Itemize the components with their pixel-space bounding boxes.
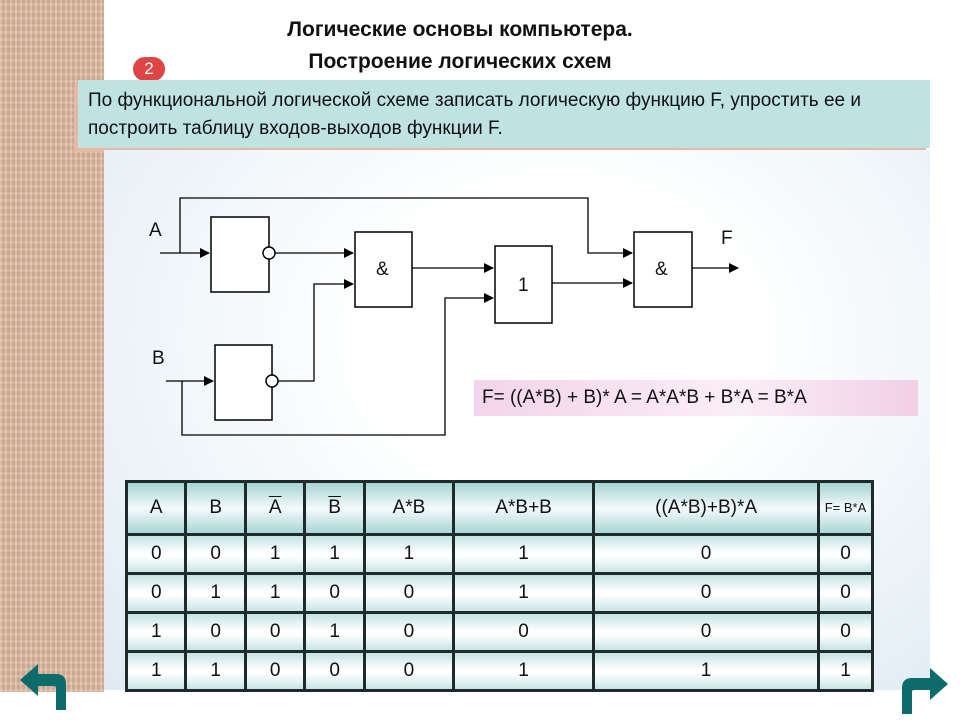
header-cell: A*B <box>362 480 456 536</box>
formula-box: F= ((A*B) + B)* A = A*A*B + B*A = B*A <box>474 380 918 416</box>
table-cell: 0 <box>243 611 307 653</box>
table-cell: 0 <box>816 611 875 653</box>
table-cell: 1 <box>184 650 247 692</box>
table-cell: 1 <box>184 572 247 614</box>
header-cell: A <box>124 480 188 536</box>
formula-text: F= ((A*B) + B)* A = A*A*B + B*A = B*A <box>482 387 807 408</box>
table-row: 1 0 0 1 0 0 0 0 <box>124 611 875 653</box>
table-cell: 1 <box>451 650 596 692</box>
not-gate-a <box>210 216 270 293</box>
label-input-a: A <box>149 220 162 241</box>
table-cell: 1 <box>451 572 596 614</box>
not-gate-b <box>214 344 273 421</box>
table-cell: 1 <box>303 533 366 575</box>
table-header-row: A B A B A*B A*B+B ((A*B)+B)*A F= B*A <box>124 480 875 536</box>
forward-arrow-icon[interactable] <box>896 662 950 716</box>
task-box: По функциональной логической схеме запис… <box>78 80 930 148</box>
table-cell: 1 <box>124 650 188 692</box>
and-gate-2-symbol: & <box>655 259 668 280</box>
or-gate <box>494 245 553 324</box>
table-cell: 0 <box>592 572 820 614</box>
table-row: 0 0 1 1 1 1 0 0 <box>124 533 875 575</box>
table-cell: 0 <box>592 611 820 653</box>
table-cell: 0 <box>124 533 188 575</box>
table-cell: 0 <box>184 611 247 653</box>
table-cell: 0 <box>362 650 456 692</box>
table-cell: 1 <box>124 611 188 653</box>
wire-a-to-and2 <box>179 197 633 258</box>
or-gate-symbol: 1 <box>518 275 529 296</box>
header-cell: B <box>184 480 247 536</box>
task-text: По функциональной логической схеме запис… <box>88 90 861 139</box>
header-cell: ((A*B)+B)*A <box>592 480 820 536</box>
table-cell: 1 <box>243 533 307 575</box>
table-cell: 0 <box>303 572 366 614</box>
slide-title: Логические основы компьютера. Построение… <box>200 14 720 78</box>
table-cell: 0 <box>816 572 875 614</box>
wire-notb-to-and1 <box>278 279 354 382</box>
title-line-1: Логические основы компьютера. <box>287 18 633 41</box>
table-cell: 1 <box>451 533 596 575</box>
title-line-2: Построение логических схем <box>308 50 612 73</box>
table-cell: 0 <box>592 533 820 575</box>
label-input-b: B <box>152 348 165 369</box>
return-arrow-icon[interactable] <box>18 658 72 712</box>
table-cell: 0 <box>362 572 456 614</box>
table-cell: 0 <box>184 533 247 575</box>
table-cell: 1 <box>592 650 820 692</box>
table-cell: 0 <box>303 650 366 692</box>
table-cell: 0 <box>243 650 307 692</box>
table-row: 0 1 1 0 0 1 0 0 <box>124 572 875 614</box>
table-cell: 1 <box>243 572 307 614</box>
not-gate-b-bubble <box>265 374 279 388</box>
table-cell: 1 <box>362 533 456 575</box>
and-gate-2 <box>633 231 693 308</box>
header-cell: A <box>243 480 307 536</box>
header-cell: A*B+B <box>451 480 596 536</box>
truth-table: A B A B A*B A*B+B ((A*B)+B)*A F= B*A 0 0… <box>124 480 875 692</box>
header-cell: F= B*A <box>816 480 875 536</box>
table-cell: 1 <box>816 650 875 692</box>
table-cell: 0 <box>362 611 456 653</box>
header-cell: B <box>303 480 366 536</box>
table-cell: 0 <box>816 533 875 575</box>
and-gate-1 <box>354 231 413 308</box>
table-cell: 1 <box>303 611 366 653</box>
label-output-f: F <box>721 228 733 249</box>
table-cell: 0 <box>451 611 596 653</box>
slide-number-badge: 2 <box>133 57 165 81</box>
table-row: 1 1 0 0 0 1 1 1 <box>124 650 875 692</box>
not-gate-a-bubble <box>262 246 276 260</box>
table-cell: 0 <box>124 572 188 614</box>
and-gate-1-symbol: & <box>376 259 389 280</box>
wire-b-to-or <box>181 293 494 436</box>
